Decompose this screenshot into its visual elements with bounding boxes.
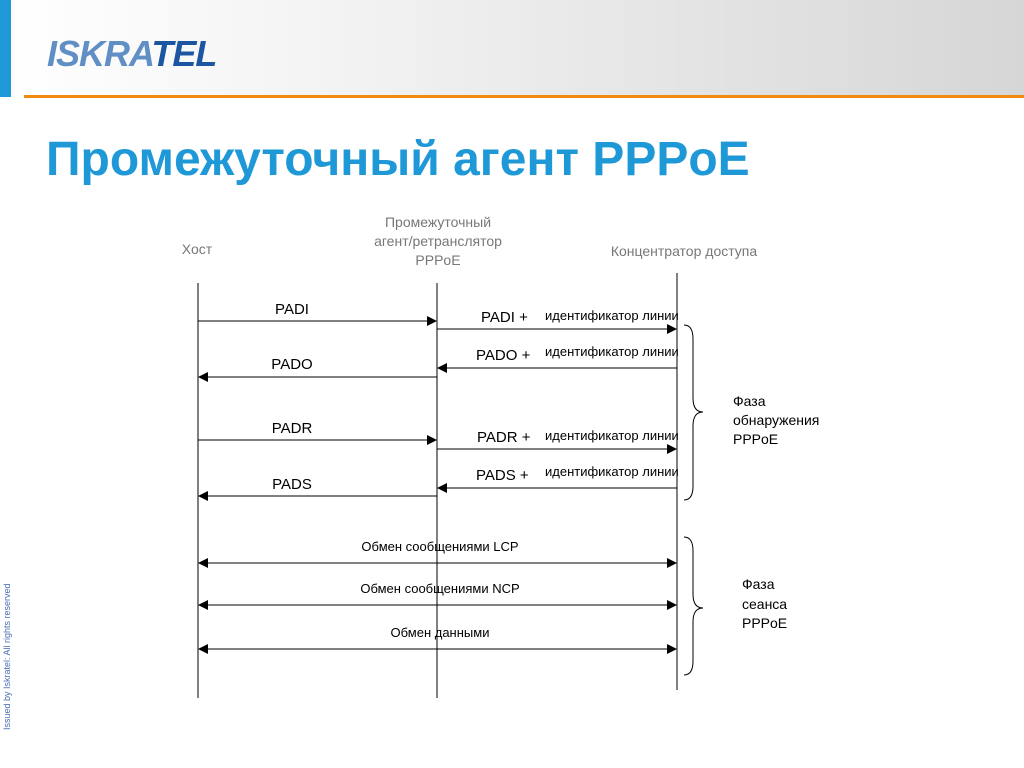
label-pads: PADS bbox=[272, 476, 312, 493]
discovery-phase-label-line3: PPPoE bbox=[733, 431, 778, 447]
actor-relay-label-line1: Промежуточный bbox=[385, 214, 491, 230]
accent-tab bbox=[0, 0, 11, 97]
label-padi-plus: PADI + bbox=[481, 309, 528, 326]
actor-host-label: Хост bbox=[182, 241, 213, 257]
header-divider bbox=[24, 95, 1024, 98]
iskratel-logo: ISKRATEL bbox=[47, 33, 217, 74]
header-bar bbox=[0, 0, 1024, 97]
label-lcp-exchange: Обмен сообщениями LCP bbox=[361, 539, 518, 554]
label-pads-line-id: идентификатор линии bbox=[545, 464, 679, 479]
label-pado-plus: PADO + bbox=[476, 347, 531, 364]
discovery-phase-label-line1: Фаза bbox=[733, 393, 766, 409]
logo-part1: ISKRA bbox=[47, 33, 152, 74]
actor-concentrator-label: Концентратор доступа bbox=[611, 243, 758, 259]
session-phase-brace bbox=[683, 536, 704, 676]
label-pado-line-id: идентификатор линии bbox=[545, 344, 679, 359]
discovery-phase-label-line2: обнаружения bbox=[733, 412, 819, 428]
actor-relay-label-line3: PPPoE bbox=[415, 252, 460, 268]
logo-part2: TEL bbox=[151, 33, 217, 74]
label-pads-plus: PADS + bbox=[476, 467, 529, 484]
label-padi: PADI bbox=[275, 301, 309, 318]
label-pado: PADO bbox=[271, 356, 312, 373]
discovery-phase-brace bbox=[683, 324, 704, 501]
label-padr-plus: PADR + bbox=[477, 429, 531, 446]
session-phase-label-line3: PPPoE bbox=[742, 615, 787, 631]
label-ncp-exchange: Обмен сообщениями NCP bbox=[360, 581, 519, 596]
actor-relay-label-line2: агент/ретранслятор bbox=[374, 233, 502, 249]
label-padr-line-id: идентификатор линии bbox=[545, 428, 679, 443]
label-data-exchange: Обмен данными bbox=[391, 625, 490, 640]
session-phase-label-line1: Фаза bbox=[742, 576, 775, 592]
slide-title: Промежуточный агент PPPoE bbox=[46, 133, 750, 186]
session-phase-label-line2: сеанса bbox=[742, 596, 787, 612]
label-padi-line-id: идентификатор линии bbox=[545, 308, 679, 323]
label-padr: PADR bbox=[272, 420, 313, 437]
